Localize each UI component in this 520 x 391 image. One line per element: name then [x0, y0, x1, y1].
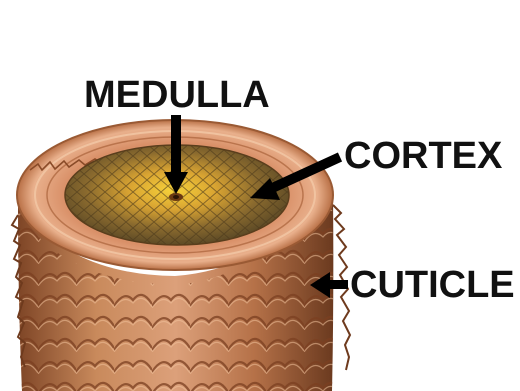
medulla-core	[169, 193, 183, 201]
cuticle-label: CUTICLE	[350, 266, 515, 304]
medulla-label: MEDULLA	[84, 76, 270, 114]
cortex-label: CORTEX	[344, 137, 502, 175]
